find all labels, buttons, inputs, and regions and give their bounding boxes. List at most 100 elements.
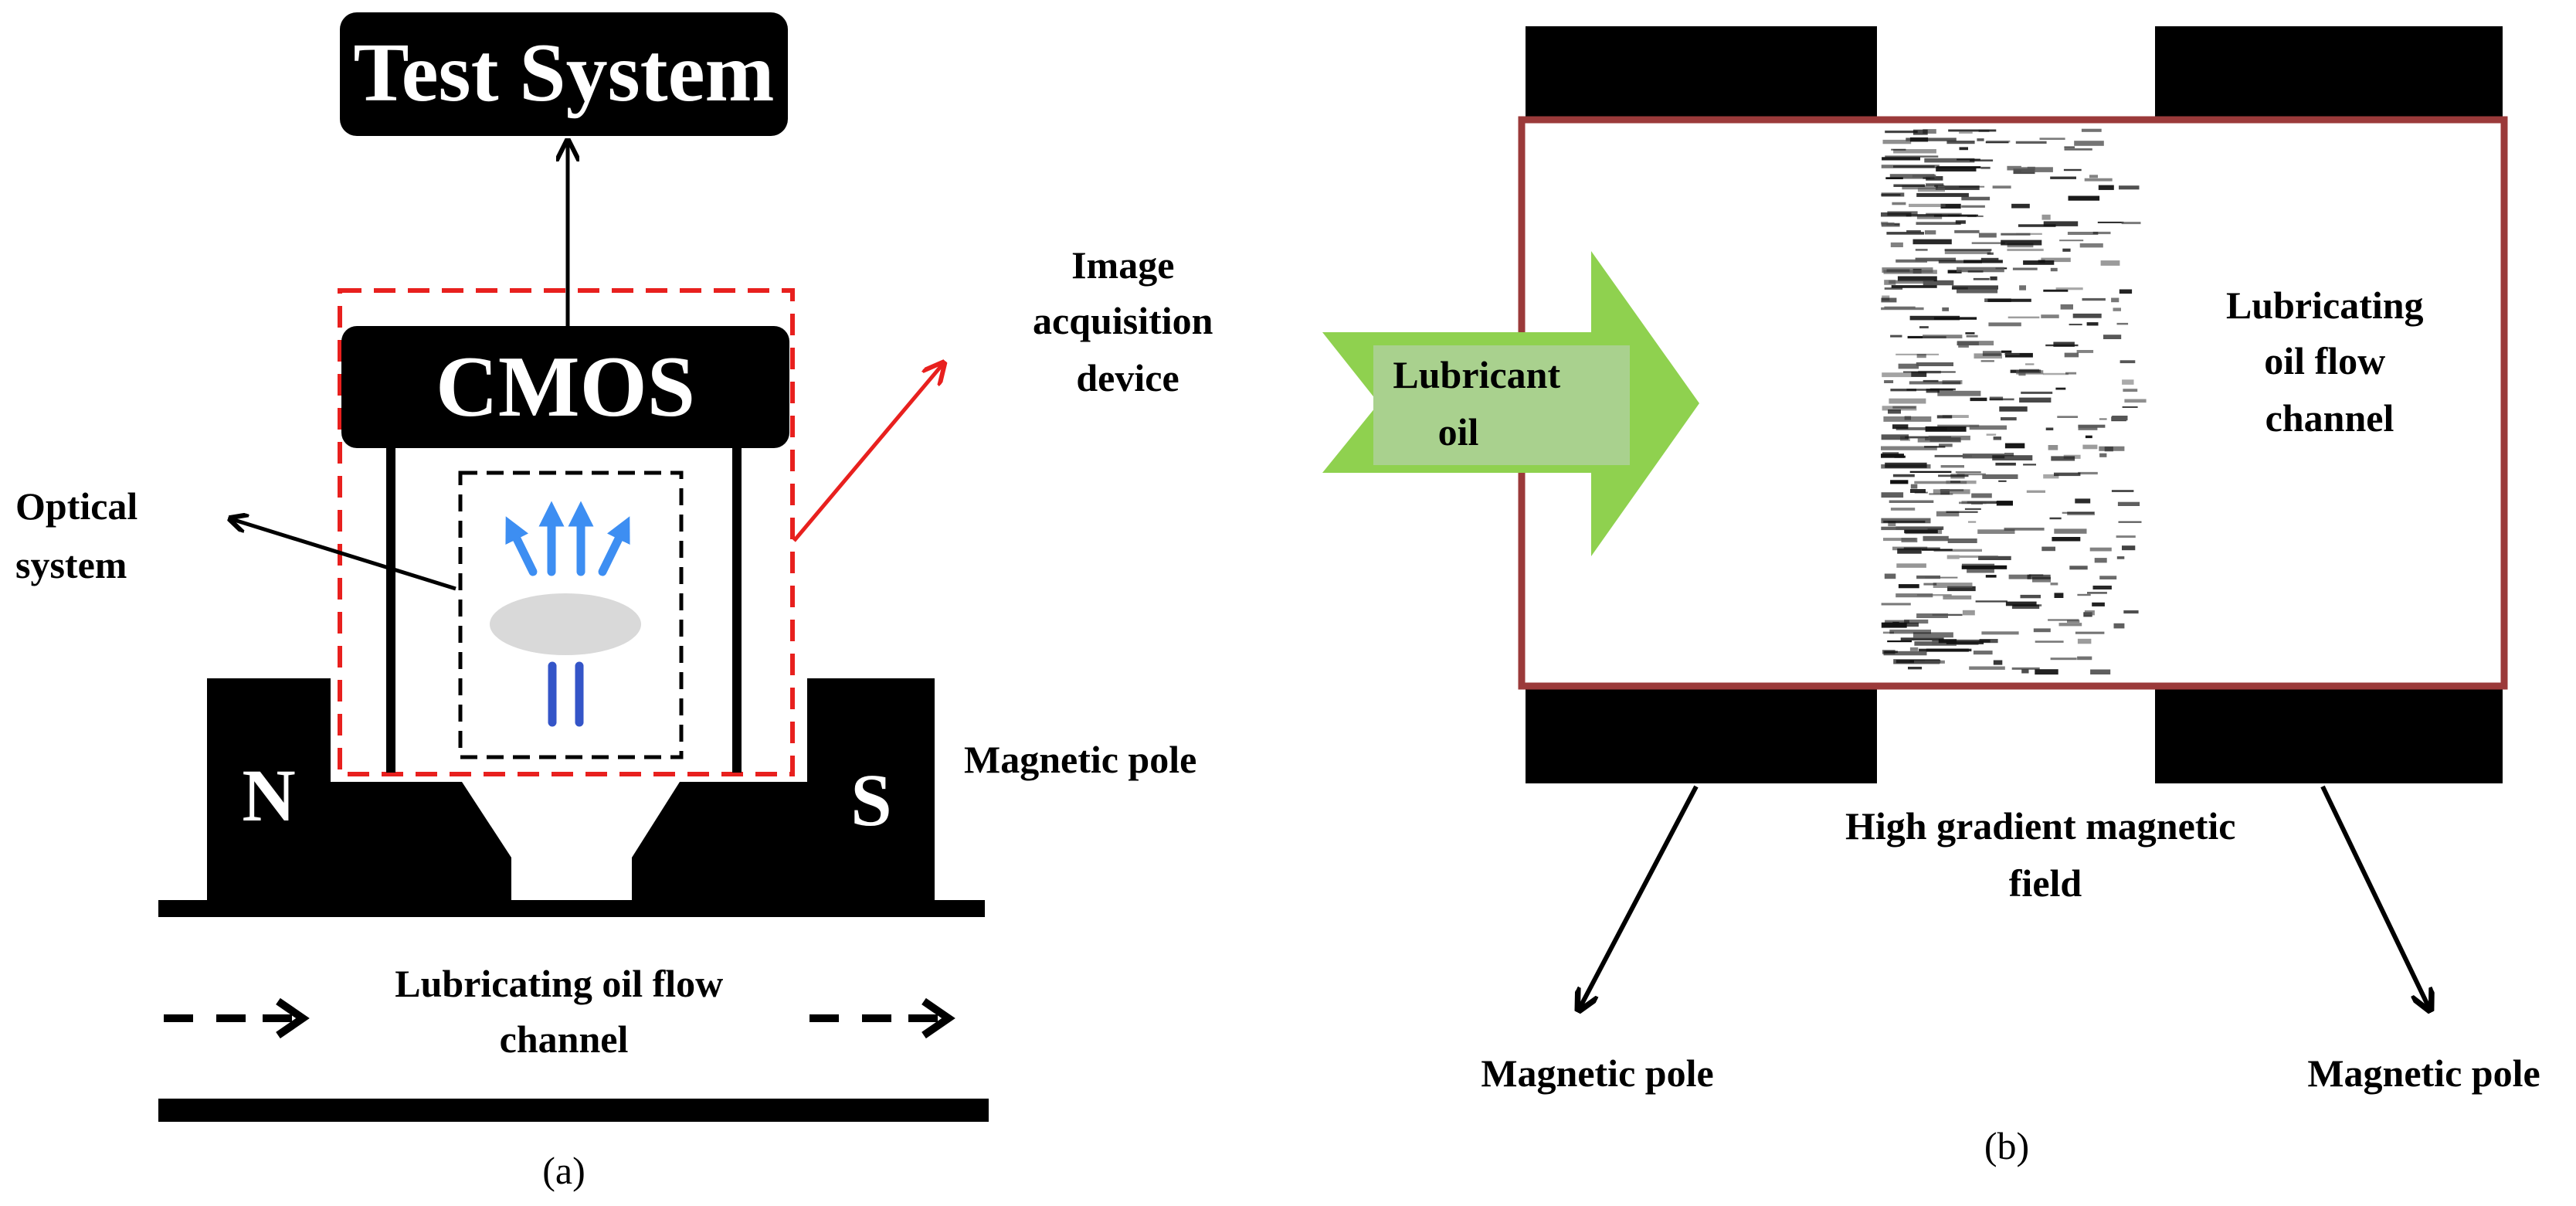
particle-streak: [2067, 511, 2095, 515]
particle-streak: [1926, 176, 1943, 181]
particle-streak: [2058, 623, 2082, 627]
particle-streak: [2123, 610, 2139, 614]
particle-streak: [1909, 471, 1952, 473]
lubricant-arrow: Lubricant oil: [1322, 251, 1699, 556]
particle-streak: [1889, 280, 1934, 284]
particle-streak: [2057, 416, 2078, 418]
particle-streak: [2078, 426, 2098, 430]
particle-streak: [1940, 203, 1961, 209]
north-pole-label: N: [242, 754, 295, 837]
particle-streak: [1942, 415, 1969, 418]
particle-streak: [2062, 248, 2071, 252]
particle-streak: [2045, 427, 2054, 430]
particle-streak: [1946, 640, 1984, 644]
particle-streak: [2048, 619, 2079, 621]
particle-streak: [1912, 239, 1952, 245]
particle-streak: [1906, 138, 1957, 141]
particle-streak: [2042, 372, 2069, 375]
particle-streak: [2065, 372, 2077, 375]
particle-streak: [2001, 240, 2042, 246]
particle-streak: [1969, 425, 2007, 430]
particle-streak: [1884, 573, 1896, 579]
particle-streak: [1891, 148, 1906, 151]
particle-streak: [1939, 443, 1953, 447]
particle-streak: [2041, 546, 2055, 552]
particle-streak: [1944, 249, 1992, 251]
caption-b: (b): [1984, 1124, 2029, 1167]
particle-streak: [1923, 379, 1939, 382]
magnetic-pole-label-a: Magnetic pole: [964, 738, 1196, 781]
particle-streak: [1890, 242, 1903, 247]
particle-streak: [2085, 435, 2092, 439]
particle-streak: [2019, 369, 2039, 372]
particle-streak: [2089, 175, 2098, 178]
particle-streak: [1988, 322, 2021, 327]
particle-streak: [1881, 526, 1928, 531]
particle-streak: [2035, 669, 2058, 675]
particle-streak: [2086, 322, 2099, 326]
particle-streak: [2054, 528, 2087, 534]
particle-streak: [2001, 350, 2012, 353]
particle-streak: [2116, 535, 2136, 538]
particle-streak: [2021, 669, 2029, 674]
particle-streak: [1970, 397, 1987, 402]
particle-streak: [1961, 205, 1985, 208]
particle-streak: [1992, 185, 2011, 189]
particle-streak: [1912, 175, 1936, 178]
magnet-assembly: [158, 678, 989, 1122]
particle-streak: [1926, 212, 1962, 216]
particle-streak: [2113, 623, 2125, 629]
particle-streak: [1957, 341, 1994, 346]
particle-streak: [2092, 586, 2112, 589]
particle-streak: [2072, 313, 2102, 318]
particle-streak: [1973, 651, 1993, 655]
particle-streak: [1933, 549, 1982, 552]
particle-streak: [1881, 223, 1895, 226]
particle-streak: [2032, 576, 2052, 583]
particle-streak: [1933, 317, 1977, 320]
particle-streak: [1961, 565, 2008, 569]
particle-streak: [1936, 166, 1981, 168]
lubricant-label-box: [1373, 345, 1630, 465]
particle-streak: [1912, 632, 1953, 638]
particle-streak: [2023, 260, 2055, 265]
particle-streak: [1885, 155, 1939, 158]
particle-streak: [1961, 501, 1996, 504]
particle-streak: [1896, 563, 1926, 568]
particle-streak: [1938, 474, 1969, 477]
particle-streak: [1885, 620, 1909, 623]
particle-streak: [2025, 363, 2035, 365]
particle-streak: [1898, 584, 1919, 589]
particle-streak: [1881, 297, 1897, 303]
particle-streak: [2067, 232, 2099, 235]
particle-streak: [1967, 567, 1994, 573]
particle-streak: [1887, 640, 1912, 643]
particle-streak: [2100, 260, 2120, 266]
particle-streak: [1888, 409, 1901, 414]
particle-streak: [1909, 647, 1919, 651]
particle-streak: [2005, 352, 2033, 358]
particle-streak: [2122, 406, 2138, 408]
particle-streak: [2087, 592, 2107, 594]
particle-streak: [1885, 177, 1903, 179]
particle-streak: [2069, 566, 2088, 570]
pole-bottom-right: [2155, 686, 2503, 783]
particle-streak: [2001, 233, 2031, 236]
particle-streak: [1952, 285, 1998, 290]
particle-streak: [1883, 622, 1919, 627]
particle-streak: [2069, 324, 2082, 326]
particle-streak: [1977, 529, 2015, 534]
particle-streak: [2055, 287, 2083, 290]
particle-streak: [2043, 221, 2079, 226]
particle-streak: [1916, 222, 1961, 225]
particle-streak: [2004, 453, 2014, 457]
magnetic-pole-label-right: Magnetic pole: [2307, 1051, 2540, 1095]
pole-pointer-left: [1580, 785, 1699, 1008]
particle-streak: [1893, 149, 1936, 154]
particle-streak: [1916, 362, 1953, 366]
particle-streak: [2041, 214, 2051, 220]
particle-streak: [2099, 576, 2117, 579]
particle-streak: [1923, 335, 1963, 338]
particle-streak: [2077, 593, 2091, 596]
flow-arrow-left: [164, 997, 310, 1039]
